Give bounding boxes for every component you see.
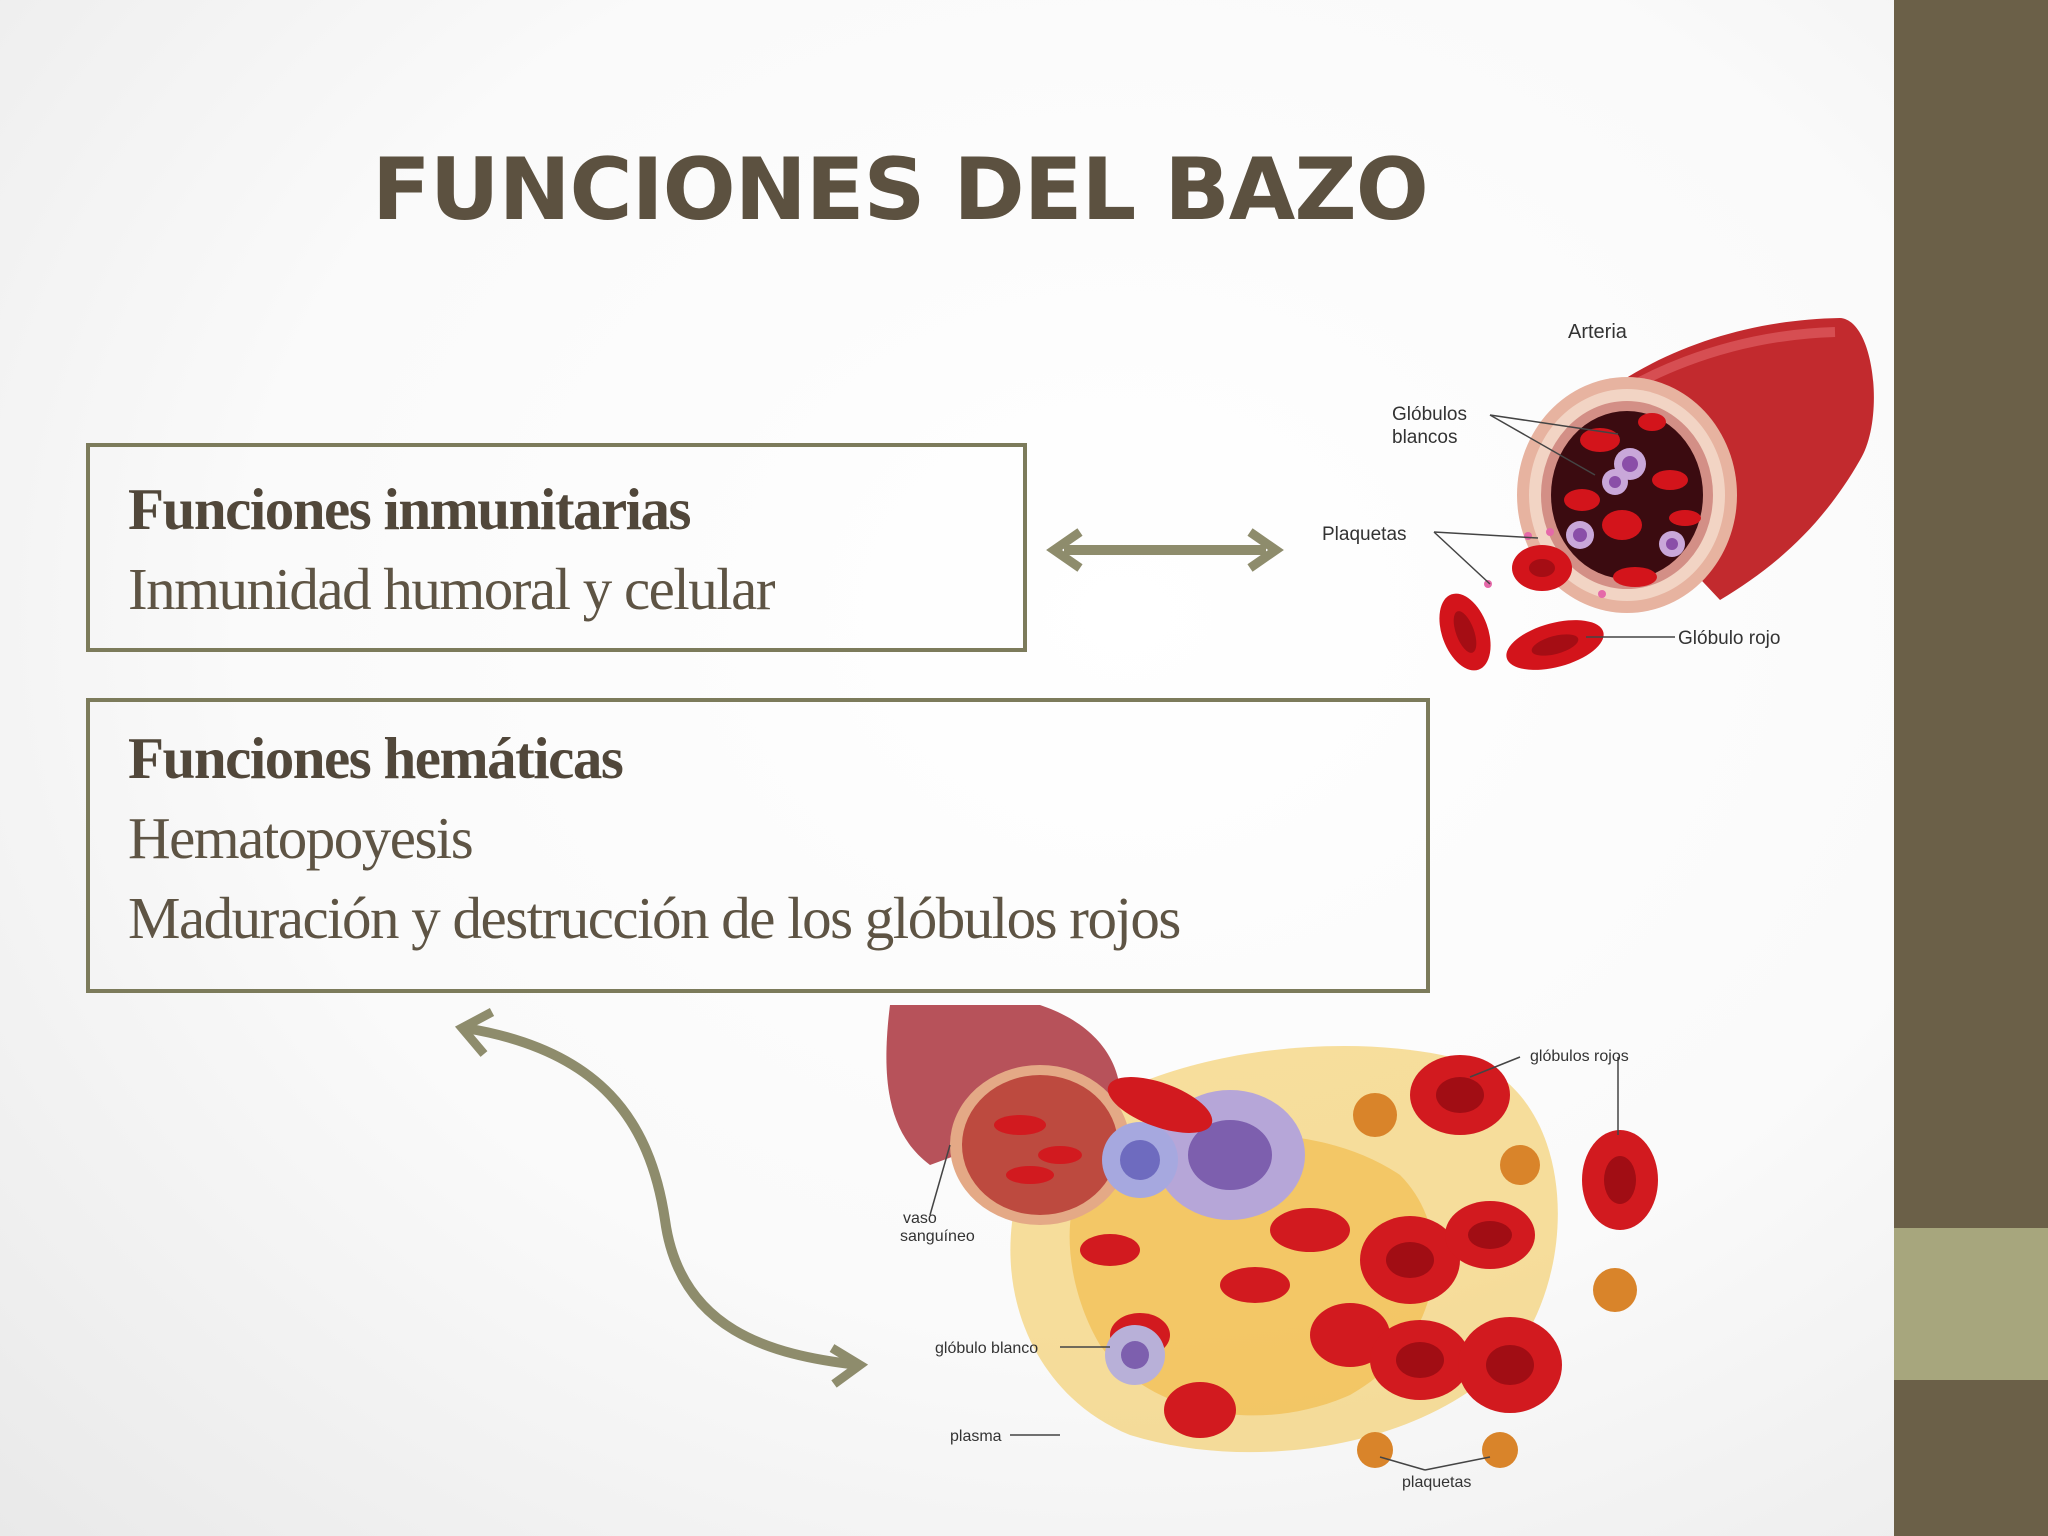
hematic-functions-heading: Funciones hemáticas — [128, 725, 624, 791]
double-arrow-horizontal-icon — [1046, 528, 1284, 572]
hematopoiesis-text: Hematopoyesis — [128, 805, 474, 871]
label-artery: Arteria — [1568, 321, 1628, 343]
label-plasma: plasma — [950, 1428, 1002, 1445]
label-platelets: Plaquetas — [1322, 524, 1407, 545]
artery-cross-section-illustration: Arteria Glóbulos blancos Plaquetas Glóbu… — [1322, 318, 1874, 671]
label-vessel-line1: vaso — [903, 1210, 937, 1227]
label-white-cell: glóbulo blanco — [935, 1340, 1038, 1357]
sidebar-accent-block — [1894, 1228, 2048, 1380]
label-vessel-line2: sanguíneo — [900, 1228, 975, 1245]
blood-tissue-illustration: glóbulos rojos vaso sanguíneo glóbulo bl… — [886, 1005, 1658, 1491]
immune-functions-box: Funciones inmunitarias Inmunidad humoral… — [86, 443, 1027, 652]
rbc-maturation-text: Maduración y destrucción de los glóbulos… — [128, 885, 1181, 951]
label-platelets-tissue: plaquetas — [1402, 1474, 1471, 1491]
label-red-cell: Glóbulo rojo — [1678, 628, 1780, 649]
label-white-cells-line1: Glóbulos — [1392, 404, 1467, 425]
slide-title: FUNCIONES DEL BAZO — [372, 140, 1429, 240]
hematic-functions-box: Funciones hemáticas Hematopoyesis Madura… — [86, 698, 1430, 993]
immune-functions-text: Inmunidad humoral y celular — [128, 556, 775, 622]
immune-functions-heading: Funciones inmunitarias — [128, 476, 692, 542]
double-arrow-curved-icon — [454, 1008, 869, 1388]
label-white-cells-line2: blancos — [1392, 427, 1458, 448]
label-red-cells: glóbulos rojos — [1530, 1048, 1629, 1065]
